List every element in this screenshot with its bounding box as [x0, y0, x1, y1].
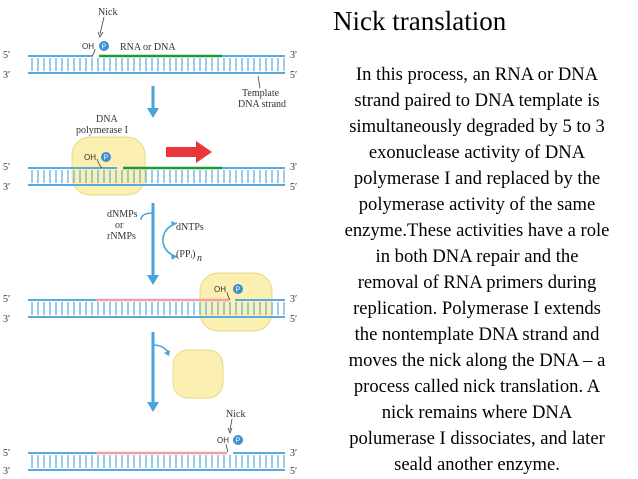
rna-or-dna-label: RNA or DNA — [120, 42, 176, 53]
nick-pointer — [229, 418, 233, 431]
input-label-or: or — [115, 220, 124, 231]
oh-label: OH — [217, 436, 229, 445]
five-prime-label: 5′ — [3, 294, 10, 305]
three-prime-label: 3′ — [3, 182, 10, 193]
step-3-duplex: 5′ 3′ 3′ 5′ OH P — [3, 272, 297, 332]
description-line: exonuclease activity of DNA — [368, 142, 586, 163]
description-line: nick remains where DNA — [381, 402, 573, 423]
template-label-line1: Template — [242, 88, 280, 99]
five-prime-label: 5′ — [3, 50, 10, 61]
description-line: polymerase I and replaced by the — [353, 168, 601, 189]
ppi-label: (PPᵢ) — [176, 249, 195, 260]
five-prime-label: 5′ — [290, 182, 297, 193]
dissociated-polymerase-i — [172, 349, 224, 399]
description-line: polumerase I dissociates, and later — [349, 428, 605, 449]
phosphate-label: P — [236, 287, 241, 294]
five-prime-label: 5′ — [290, 70, 297, 81]
dntps-label: dNTPs — [176, 222, 204, 233]
phosphate-label: P — [102, 44, 107, 51]
phosphate-label: P — [104, 155, 109, 162]
dna-duplex — [28, 54, 285, 74]
nick-pointer-head — [97, 31, 104, 38]
flow-arrow-1 — [147, 86, 159, 118]
input-label-rnmps: rNMPs — [107, 231, 136, 242]
dna-duplex — [28, 298, 285, 318]
three-prime-label: 3′ — [290, 162, 297, 173]
phosphate-label: P — [236, 438, 241, 445]
description-line: replication. Polymerase I extends — [353, 298, 601, 319]
three-prime-label: 3′ — [290, 448, 297, 459]
oh-label: OH — [84, 153, 96, 162]
description-line: moves the nick along the DNA – a — [348, 350, 606, 371]
nick-label: Nick — [226, 409, 245, 420]
flow-arrow-3 — [147, 332, 170, 412]
template-pointer — [257, 75, 261, 89]
ppi-subscript: n — [197, 253, 202, 264]
oh-label: OH — [82, 42, 94, 51]
oh-bond — [225, 443, 229, 453]
dna-duplex — [28, 451, 285, 471]
description-line: the nontemplate DNA strand and — [354, 324, 600, 345]
polymerase-i-enzyme — [71, 136, 146, 196]
flow-arrow-2 — [140, 203, 178, 285]
nick-pointer — [99, 16, 105, 35]
description-line: simultaneously degraded by 5 to 3 — [349, 116, 605, 137]
description-line: In this process, an RNA or DNA — [355, 64, 599, 85]
step-2-duplex: DNA polymerase I 5′ 3′ 3′ 5′ OH P — [3, 114, 297, 196]
description-line: polymerase activity of the same — [358, 194, 596, 215]
nick-translation-diagram: 5′ 3′ 3′ 5′ Nick OH P RNA or DNA Templat… — [3, 7, 297, 477]
phosphate-circle — [101, 152, 111, 162]
oh-label: OH — [214, 285, 226, 294]
step-1-duplex: 5′ 3′ 3′ 5′ Nick OH P RNA or DNA Templat… — [3, 7, 297, 110]
step-4-duplex: 5′ 3′ 3′ 5′ Nick OH P — [3, 409, 297, 477]
five-prime-label: 5′ — [290, 314, 297, 325]
three-prime-label: 3′ — [290, 294, 297, 305]
phosphate-circle — [99, 41, 109, 51]
input-label-dnmps: dNMPs — [107, 209, 138, 220]
dna-duplex — [28, 166, 285, 186]
template-label-line2: DNA strand — [238, 99, 286, 110]
three-prime-label: 3′ — [290, 50, 297, 61]
five-prime-label: 5′ — [3, 448, 10, 459]
oh-bond — [96, 158, 103, 169]
nick-pointer-head — [227, 427, 233, 435]
phosphate-circle — [233, 435, 243, 445]
slide-title: Nick translation — [333, 6, 507, 36]
description-line: strand paired to DNA template is — [354, 90, 600, 111]
five-prime-label: 5′ — [290, 466, 297, 477]
enzyme-label-line1: DNA — [96, 114, 118, 125]
oh-bond — [226, 291, 231, 301]
nick-label: Nick — [98, 7, 117, 18]
description-line: process called nick translation. A — [353, 376, 601, 397]
five-prime-label: 5′ — [3, 162, 10, 173]
three-prime-label: 3′ — [3, 466, 10, 477]
three-prime-label: 3′ — [3, 314, 10, 325]
three-prime-label: 3′ — [3, 70, 10, 81]
description-line: in both DNA repair and the — [375, 246, 579, 267]
enzyme-label-line2: polymerase I — [76, 125, 128, 136]
direction-arrow — [166, 141, 212, 163]
description-line: removal of RNA primers during — [357, 272, 597, 293]
description-text: In this process, an RNA or DNA strand pa… — [318, 62, 636, 478]
phosphate-circle — [233, 284, 243, 294]
oh-bond — [91, 48, 96, 57]
description-line: enzyme.These activities have a role — [344, 220, 610, 241]
description-line: seald another enzyme. — [394, 454, 560, 475]
